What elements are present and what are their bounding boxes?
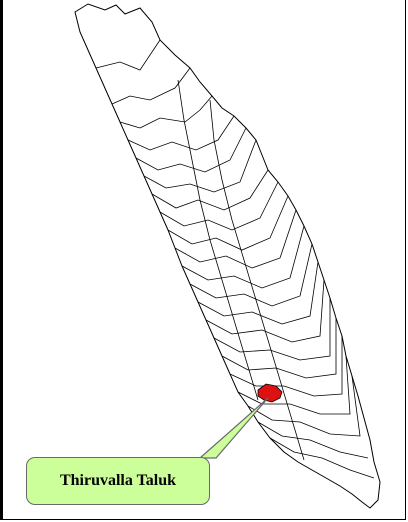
callout-box: Thiruvalla Taluk — [26, 457, 210, 505]
highlighted-region-thiruvalla — [257, 383, 283, 403]
state-outline — [74, 3, 381, 509]
callout-label: Thiruvalla Taluk — [59, 472, 177, 489]
callout-pointer — [198, 397, 269, 459]
taluk-boundaries — [95, 39, 375, 479]
